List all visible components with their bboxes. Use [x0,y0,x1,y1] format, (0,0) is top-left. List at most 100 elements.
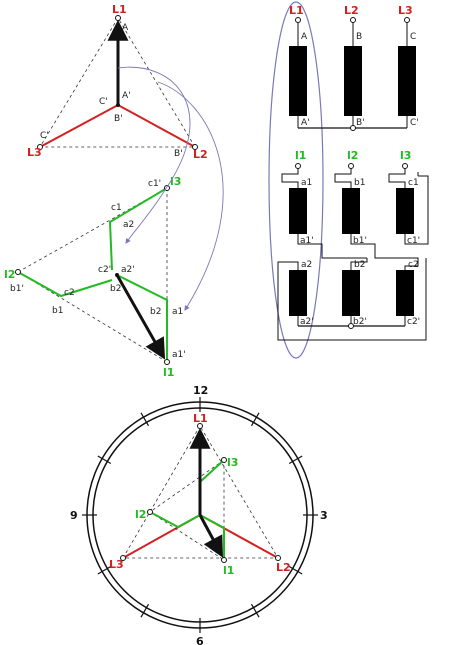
clock-tick [97,455,112,465]
phasor-label-l1: L1 [112,3,127,16]
terminal-dot [348,163,354,169]
coil-end-a1: a1 [301,178,312,188]
label-a2-prime: a2' [121,265,135,275]
highlight-ellipse [268,1,324,359]
terminal-label-L1: L1 [289,4,304,17]
clock-tick [250,603,260,618]
coil-end-A: A [301,32,308,42]
clock-label-l3: l3 [227,456,238,469]
clock-mark-6: 6 [196,635,204,645]
terminal-dot [350,17,356,23]
secondary-coil-c1 [396,188,414,234]
neutral-dot [116,103,120,107]
coil-end-c2: c2 [408,260,419,270]
coil-end-a2: a2 [301,260,312,270]
clock-diagram: 12 3 6 9 L1 L2 L3 l3 l2 l1 [70,384,328,645]
clock-mark-9: 9 [70,509,78,522]
label-a1: a1 [172,307,183,317]
coil-end-C: C [410,32,416,42]
secondary-coil-a2 [289,270,307,316]
secondary-coil-b1 [342,188,360,234]
terminal-dot [402,163,408,169]
terminal-dot [120,555,126,561]
phasor-label-l3: L3 [27,146,42,159]
label-B-prime-end: B' [174,149,183,159]
clock-zigzag-l2 [149,511,201,529]
secondary-dashed-triangle [17,187,168,363]
primary-dashed-triangle [39,17,196,148]
label-B-prime: B' [114,114,123,124]
winding-schematic: L1 L2 L3 A B C A' B' C' l1 l2 l3 [268,1,429,359]
label-c2: c2 [64,288,75,298]
coil-end-B-prime: B' [356,118,365,128]
label-b2-prime: b2' [110,284,124,294]
phasor-label-l2: l2 [4,268,15,281]
clock-label-L1: L1 [193,412,208,425]
coil-end-a2-prime: a2' [300,317,314,327]
phasor-label-l3: l3 [170,175,181,188]
zigzag-winding-l1 [116,274,168,362]
secondary-coil-b2 [342,270,360,316]
clock-mark-12: 12 [193,384,208,397]
clock-tick [140,412,150,427]
terminal-dot [295,163,301,169]
secondary-star-point [348,323,354,329]
secondary-phasor-arrow [115,274,166,360]
primary-coil-c [398,46,416,116]
primary-coil-b [344,46,362,116]
secondary-coil-a1 [289,188,307,234]
primary-phasor-diagram: L1 L2 L3 A A' C' B' C' B' [27,3,208,161]
label-b1: b1 [52,306,63,316]
phasor-label-l2: L2 [193,148,208,161]
label-b2: b2 [150,307,161,317]
terminal-dot [295,17,301,23]
clock-tick [288,455,303,465]
terminal-dot [115,15,121,21]
coil-end-a1-prime: a1' [300,236,314,246]
terminal-dot [221,457,227,463]
clock-mark-3: 3 [320,509,328,522]
clock-tick [140,603,150,618]
zigzag-winding-l3 [108,187,168,271]
terminal-label-l2: l2 [347,149,358,162]
neutral-dot [115,273,119,277]
primary-branch-c [39,104,119,148]
terminal-dot [197,423,203,429]
clock-zigzag-l1 [199,514,225,560]
terminal-label-l3: l3 [400,149,411,162]
label-b1-prime: b1' [10,284,24,294]
terminal-dot [15,269,21,275]
primary-coil-a [289,46,307,116]
label-a2: a2 [123,220,134,230]
label-a1-prime: a1' [172,350,186,360]
clock-label-L2: L2 [276,561,291,574]
coil-end-c2-prime: c2' [407,317,420,327]
terminal-dot [147,509,153,515]
clock-secondary-phasor [198,514,223,558]
label-C-prime-end: C' [40,131,49,141]
label-c1-prime: c1' [148,179,161,189]
clock-secondary-triangle [149,459,225,561]
label-C-prime-center: C' [99,97,108,107]
terminal-label-L3: L3 [398,4,413,17]
secondary-phasor-diagram: l3 l2 l1 c1' c1 a2 c2' a2' b2' b1' c2 b1… [4,175,186,379]
label-A-prime: A' [122,91,131,101]
clock-tick [97,565,112,575]
terminal-dot [404,17,410,23]
terminal-label-L2: L2 [344,4,359,17]
primary-branch-b [117,104,196,148]
coil-end-C-prime: C' [410,118,419,128]
clock-tick [288,565,303,575]
coil-end-b1: b1 [354,178,365,188]
secondary-wiring [277,168,429,341]
terminal-dot [164,359,170,365]
coil-end-b2-prime: b2' [353,317,367,327]
terminal-dot [275,555,281,561]
phasor-label-l1: l1 [163,366,174,379]
star-point-dot [350,125,356,131]
zigzag-winding-l2 [17,271,113,298]
relation-arrows [117,66,224,311]
coil-end-A-prime: A' [301,118,310,128]
clock-label-l1: l1 [223,564,234,577]
